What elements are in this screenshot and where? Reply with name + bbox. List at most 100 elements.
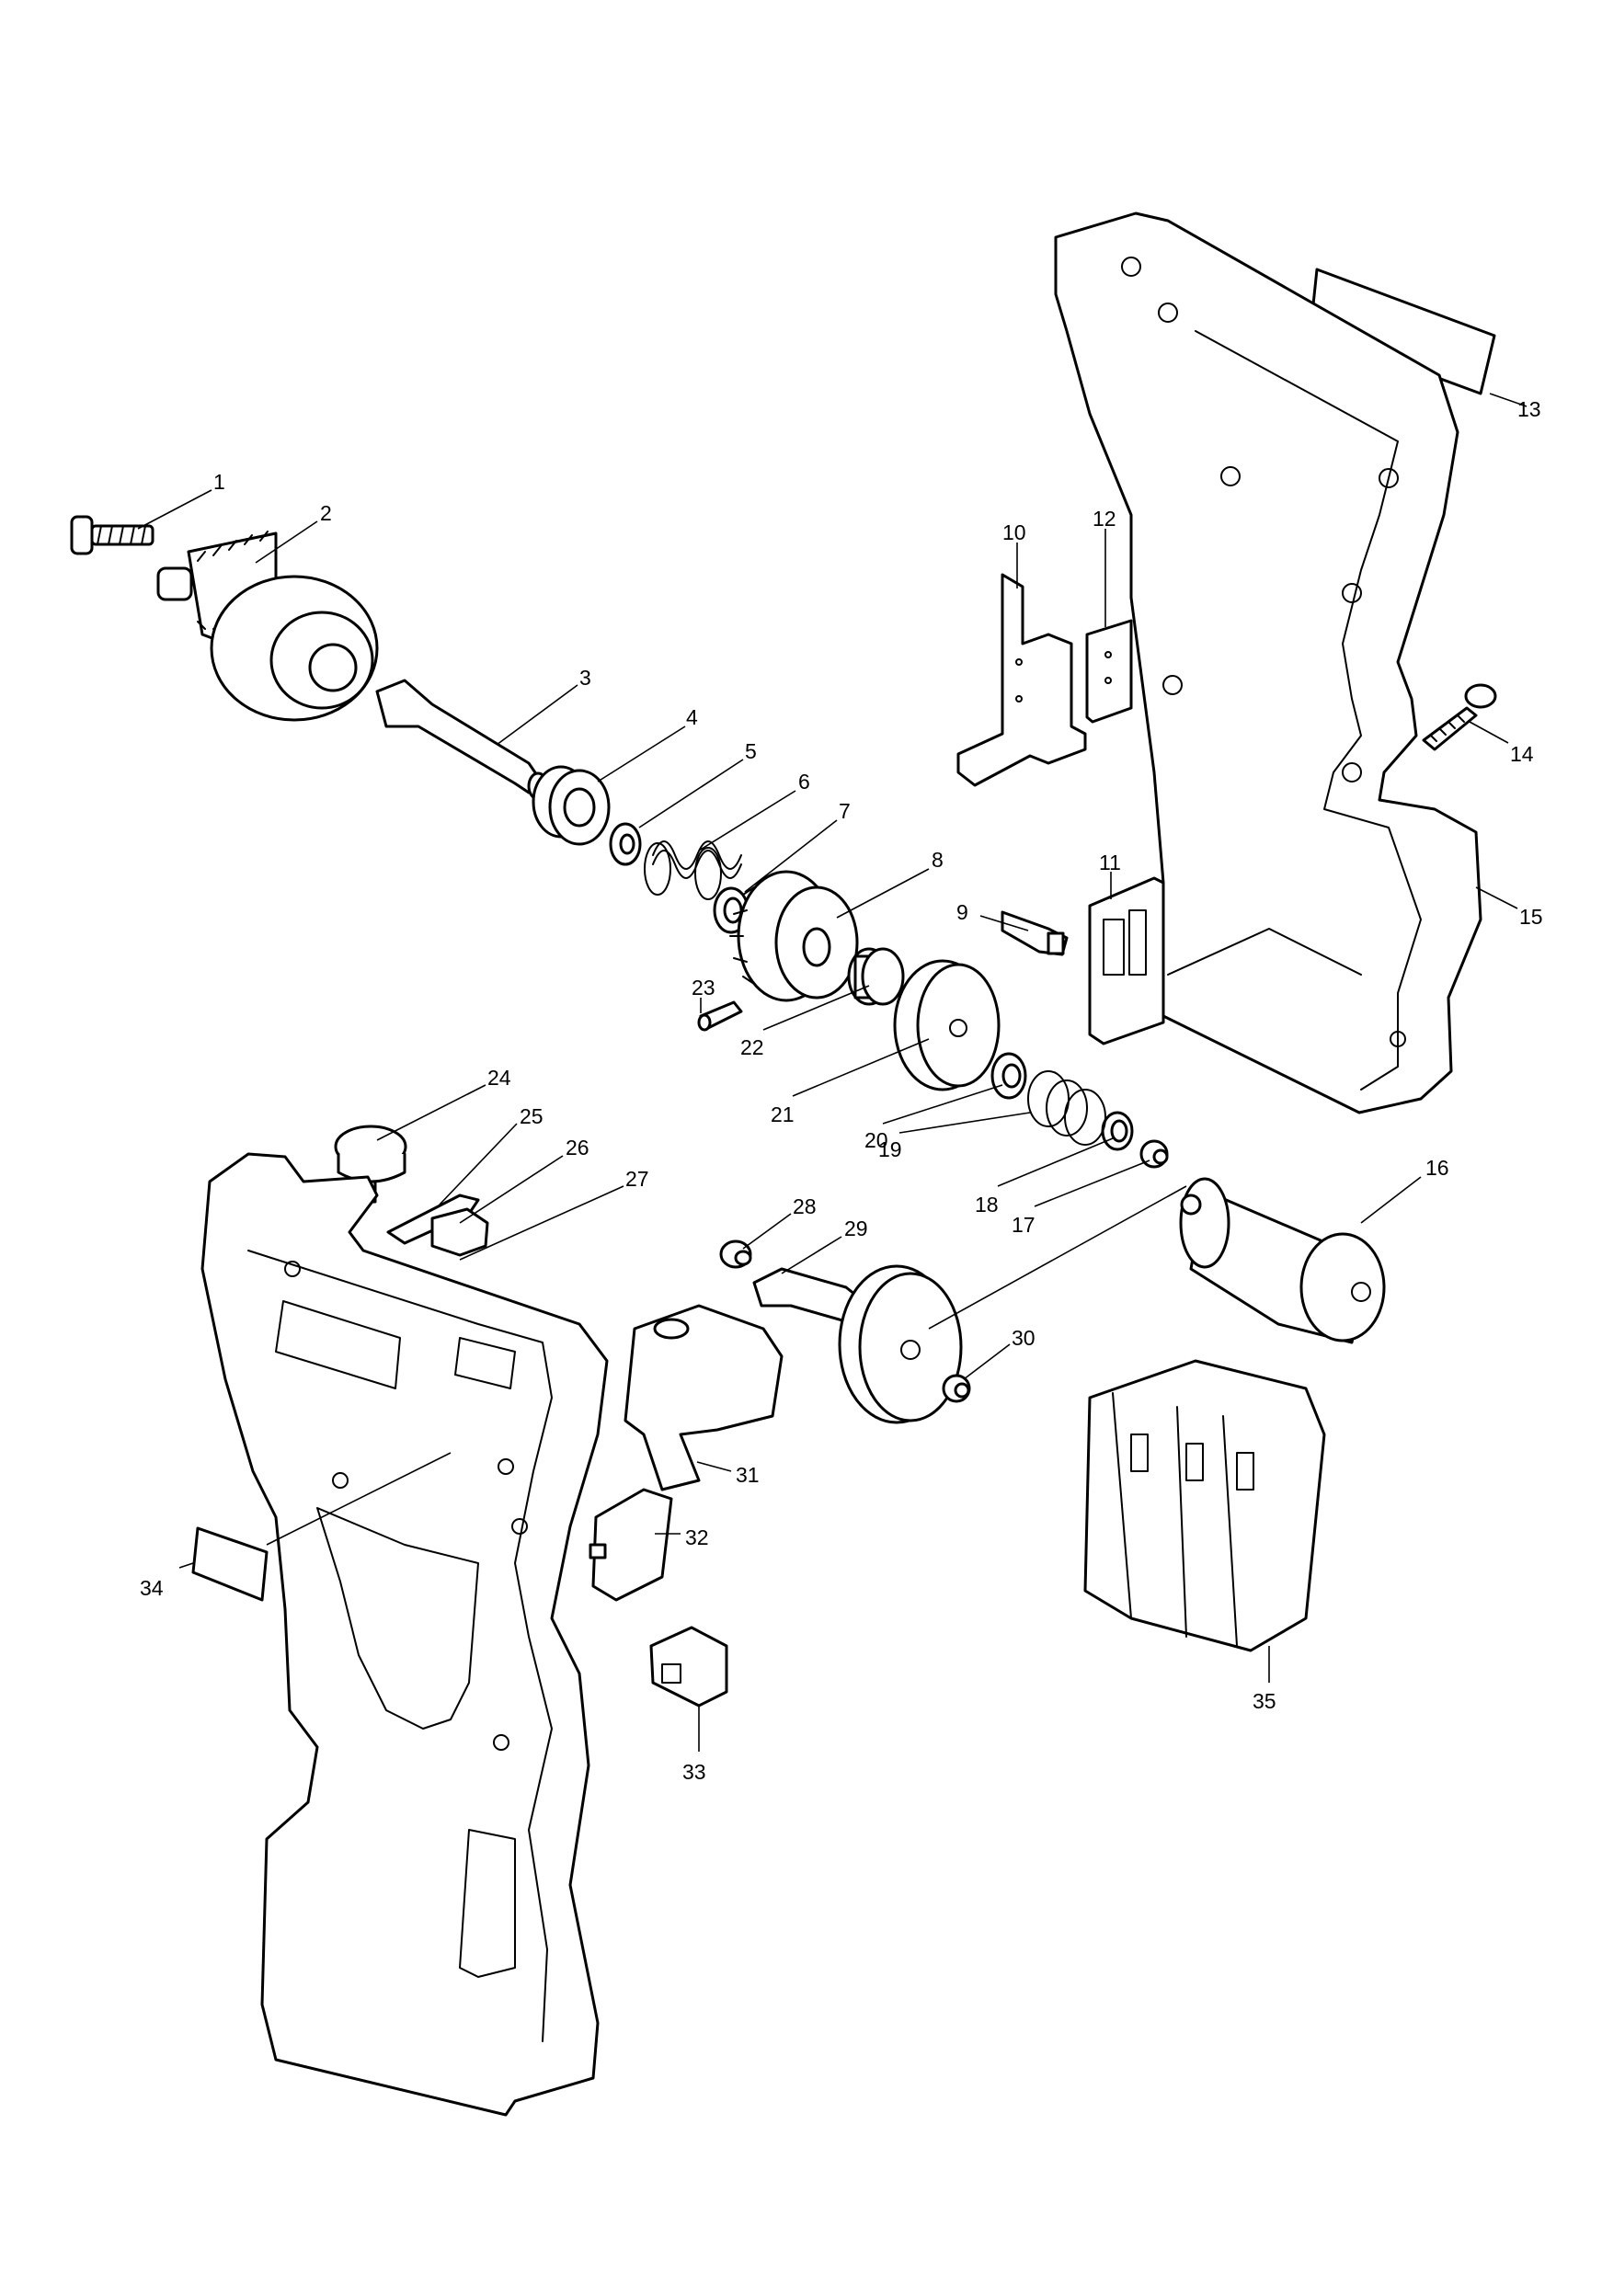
part-18-washer	[1101, 1111, 1134, 1151]
callout-27: 27	[625, 1167, 649, 1191]
callout-6: 6	[798, 770, 810, 794]
callout-22: 22	[740, 1035, 764, 1059]
leader-5	[638, 759, 744, 828]
leader-15	[1475, 886, 1518, 909]
leader-3	[496, 684, 578, 746]
part-2-drill-chuck	[156, 531, 379, 722]
callout-25: 25	[520, 1104, 544, 1128]
callout-4: 4	[686, 705, 698, 729]
leader-2	[255, 520, 318, 564]
callout-33: 33	[682, 1760, 706, 1784]
leader-9	[979, 915, 1029, 931]
callout-7: 7	[839, 799, 851, 823]
part-10-plate	[956, 573, 1087, 787]
part-21-spur-gear	[893, 959, 1001, 1091]
callout-21: 21	[771, 1102, 795, 1126]
callout-26: 26	[566, 1136, 589, 1159]
part-31-switch	[624, 1304, 784, 1491]
callout-31: 31	[736, 1463, 760, 1487]
callout-16: 16	[1425, 1156, 1449, 1180]
part-1-screw	[70, 515, 154, 555]
leader-29	[781, 1236, 842, 1274]
callout-15: 15	[1519, 905, 1543, 929]
callout-10: 10	[1002, 520, 1026, 544]
part-33-terminal-block	[649, 1626, 728, 1708]
leader-17	[1034, 1159, 1150, 1207]
leader-20	[882, 1084, 1003, 1125]
part-34-nameplate	[191, 1526, 269, 1602]
leader-27	[459, 1185, 624, 1261]
leader-21	[792, 1038, 930, 1097]
callout-1: 1	[213, 470, 225, 494]
part-23-pin	[697, 1000, 743, 1032]
callout-2: 2	[320, 501, 332, 525]
leader-1	[137, 489, 212, 530]
leader-34	[178, 1562, 194, 1569]
callout-5: 5	[745, 739, 757, 763]
part-22-sleeve	[847, 947, 905, 1006]
part-24-knob	[334, 1125, 407, 1204]
callout-numbers: 1 2 3 4 5 6 7 8 9 10 11 12 13 14 15 16 1…	[140, 397, 1543, 1784]
leader-25	[439, 1123, 518, 1205]
callout-18: 18	[975, 1193, 999, 1217]
callout-3: 3	[579, 666, 591, 690]
leader-16	[1360, 1176, 1422, 1224]
leader-19	[898, 1112, 1031, 1134]
part-30-bushing	[942, 1374, 971, 1403]
leader-13	[1489, 393, 1528, 407]
callout-24: 24	[487, 1066, 511, 1090]
part-29-gear-shaft	[752, 1264, 963, 1424]
leader-30	[963, 1343, 1011, 1380]
callout-8: 8	[932, 848, 944, 872]
leader-28	[742, 1213, 792, 1250]
part-5-retaining-ring	[609, 822, 642, 866]
leader-22	[762, 985, 870, 1031]
leader-14	[1469, 721, 1509, 744]
callout-12: 12	[1093, 507, 1116, 531]
leader-26	[459, 1155, 564, 1224]
callout-13: 13	[1517, 397, 1541, 421]
part-17-bushing	[1139, 1139, 1169, 1169]
part-20-washer	[990, 1052, 1027, 1100]
leader-18	[997, 1137, 1114, 1187]
part-6-spring	[644, 840, 742, 900]
part-28-bushing	[719, 1239, 752, 1269]
part-3-spindle	[375, 679, 549, 801]
callout-19: 19	[878, 1137, 902, 1161]
leader-7	[744, 819, 838, 893]
leader-lines	[137, 393, 1528, 1752]
callout-20: 20	[864, 1128, 888, 1152]
part-drawings	[70, 211, 1497, 2117]
callout-14: 14	[1510, 742, 1534, 766]
leader-4	[597, 725, 686, 782]
callout-17: 17	[1012, 1213, 1036, 1237]
leader-8	[836, 868, 930, 919]
part-9-lever	[1001, 910, 1069, 956]
callout-32: 32	[685, 1525, 709, 1549]
leader-34b	[266, 1452, 452, 1546]
callout-34: 34	[140, 1576, 164, 1600]
leader-31	[696, 1461, 732, 1472]
part-16-motor	[1179, 1177, 1386, 1344]
callout-11: 11	[1099, 851, 1121, 874]
part-15-housing-right	[1054, 211, 1482, 1114]
part-12-terminal	[1085, 619, 1133, 724]
leader-16b	[928, 1185, 1187, 1330]
leader-6	[698, 790, 796, 851]
callout-35: 35	[1253, 1689, 1276, 1713]
part-26-clip	[430, 1207, 489, 1257]
callout-9: 9	[956, 900, 968, 924]
part-27-housing-left	[200, 1152, 609, 2117]
callout-23: 23	[692, 976, 715, 1000]
part-8-clutch-gear	[729, 870, 859, 1002]
part-14-screw	[1422, 683, 1497, 751]
leader-24	[376, 1084, 486, 1141]
part-4-ball-bearing	[532, 765, 611, 846]
part-19-spring	[1027, 1070, 1106, 1146]
part-32-reversing-switch	[589, 1488, 673, 1602]
part-11-bracket	[1088, 876, 1165, 1045]
callout-30: 30	[1012, 1326, 1036, 1350]
part-35-battery	[1083, 1359, 1326, 1652]
callout-29: 29	[844, 1217, 868, 1240]
